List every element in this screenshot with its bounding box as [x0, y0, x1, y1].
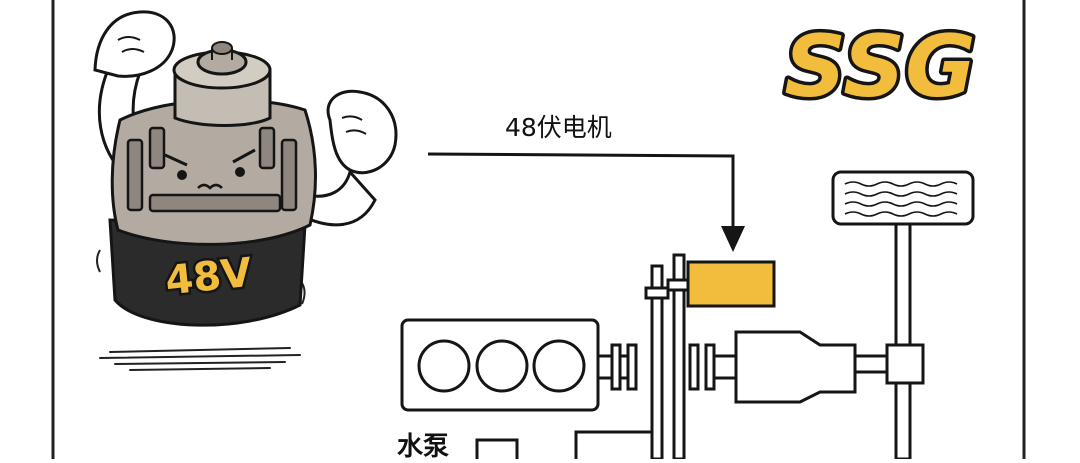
pedal-joint	[885, 343, 925, 385]
water-pump	[475, 438, 519, 463]
ssg-title: SSG	[784, 17, 975, 117]
mascot-shadow	[99, 347, 301, 371]
ssg-motor-block	[686, 260, 776, 308]
motor-label: 48伏电机	[505, 113, 612, 142]
right-arm	[298, 168, 377, 227]
lower-pulley	[574, 430, 654, 463]
belt-drive	[644, 253, 692, 461]
engine-block	[400, 318, 600, 412]
cylinder-1	[417, 339, 471, 393]
crank-shaft	[596, 343, 738, 391]
mascot-badge: 48V	[163, 250, 254, 305]
cylinder-3	[532, 339, 586, 393]
water-pump-label: 水泵	[397, 432, 450, 462]
motor-base	[108, 218, 307, 327]
pedal-shaft	[894, 222, 912, 461]
transmission	[734, 330, 887, 404]
panel-frame	[51, 0, 1026, 459]
pedal-assembly	[831, 170, 975, 461]
left-glove	[93, 10, 176, 78]
mascot-face	[164, 148, 256, 167]
motor-mascot: 48V	[93, 10, 398, 371]
motor-callout-arrow	[427, 152, 745, 252]
cylinder-2	[475, 339, 529, 393]
